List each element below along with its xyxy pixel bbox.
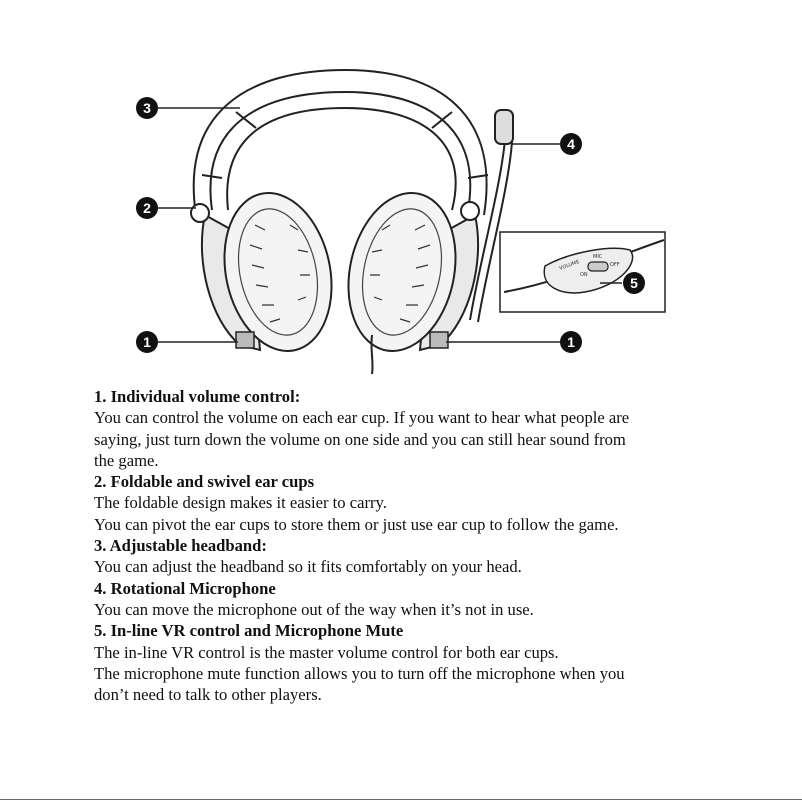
body-line: The microphone mute function allows you … [94, 663, 625, 683]
heading-adjustable-headband: 3. Adjustable headband: [94, 536, 267, 556]
svg-text:1: 1 [143, 334, 151, 350]
callout-badge-1-right: 1 [560, 331, 582, 353]
left-ear-cup [190, 192, 333, 352]
feature-descriptions: 1. Individual volume control: You can co… [94, 386, 734, 705]
callout-badge-1-left: 1 [136, 331, 158, 353]
callout-badge-2: 2 [136, 197, 158, 219]
callout-badge-3: 3 [136, 97, 158, 119]
heading-foldable-ear-cups: 2. Foldable and swivel ear cups [94, 472, 315, 492]
headset-cable [370, 334, 374, 375]
inset-label-mic: MIC [593, 254, 603, 260]
right-ear-cup [347, 192, 480, 352]
inset-label-on: ON [580, 272, 588, 278]
callout-leaders [158, 107, 622, 343]
body-line: You can control the volume on each ear c… [94, 408, 630, 428]
inset-label-off: OFF [610, 262, 620, 268]
page-bottom-rule [0, 799, 802, 800]
body-line: The in-line VR control is the master vol… [94, 642, 559, 662]
body-line: You can pivot the ear cups to store them… [94, 514, 619, 534]
body-line: You can adjust the headband so it fits c… [94, 557, 522, 577]
heading-rotational-microphone: 4. Rotational Microphone [94, 578, 276, 598]
svg-text:5: 5 [630, 275, 638, 291]
svg-text:4: 4 [567, 136, 575, 152]
heading-volume-control: 1. Individual volume control: [94, 387, 301, 406]
callout-badge-4: 4 [560, 133, 582, 155]
body-line: The foldable design makes it easier to c… [94, 493, 387, 513]
inline-control-inset: VOLUME MIC ON OFF [499, 231, 666, 313]
svg-text:2: 2 [143, 200, 151, 216]
body-line: the game. [94, 450, 159, 470]
svg-text:3: 3 [143, 100, 151, 116]
headset-diagram: VOLUME MIC ON OFF 3 2 1 4 [0, 0, 802, 385]
body-line: saying, just turn down the volume on one… [94, 429, 626, 449]
svg-text:1: 1 [567, 334, 575, 350]
microphone-boom [469, 109, 514, 323]
body-line: don’t need to talk to other players. [94, 685, 322, 705]
headband [192, 68, 489, 216]
body-line: You can move the microphone out of the w… [94, 599, 534, 619]
heading-inline-vr-control: 5. In-line VR control and Microphone Mut… [94, 621, 404, 641]
callout-badge-5: 5 [623, 272, 645, 294]
